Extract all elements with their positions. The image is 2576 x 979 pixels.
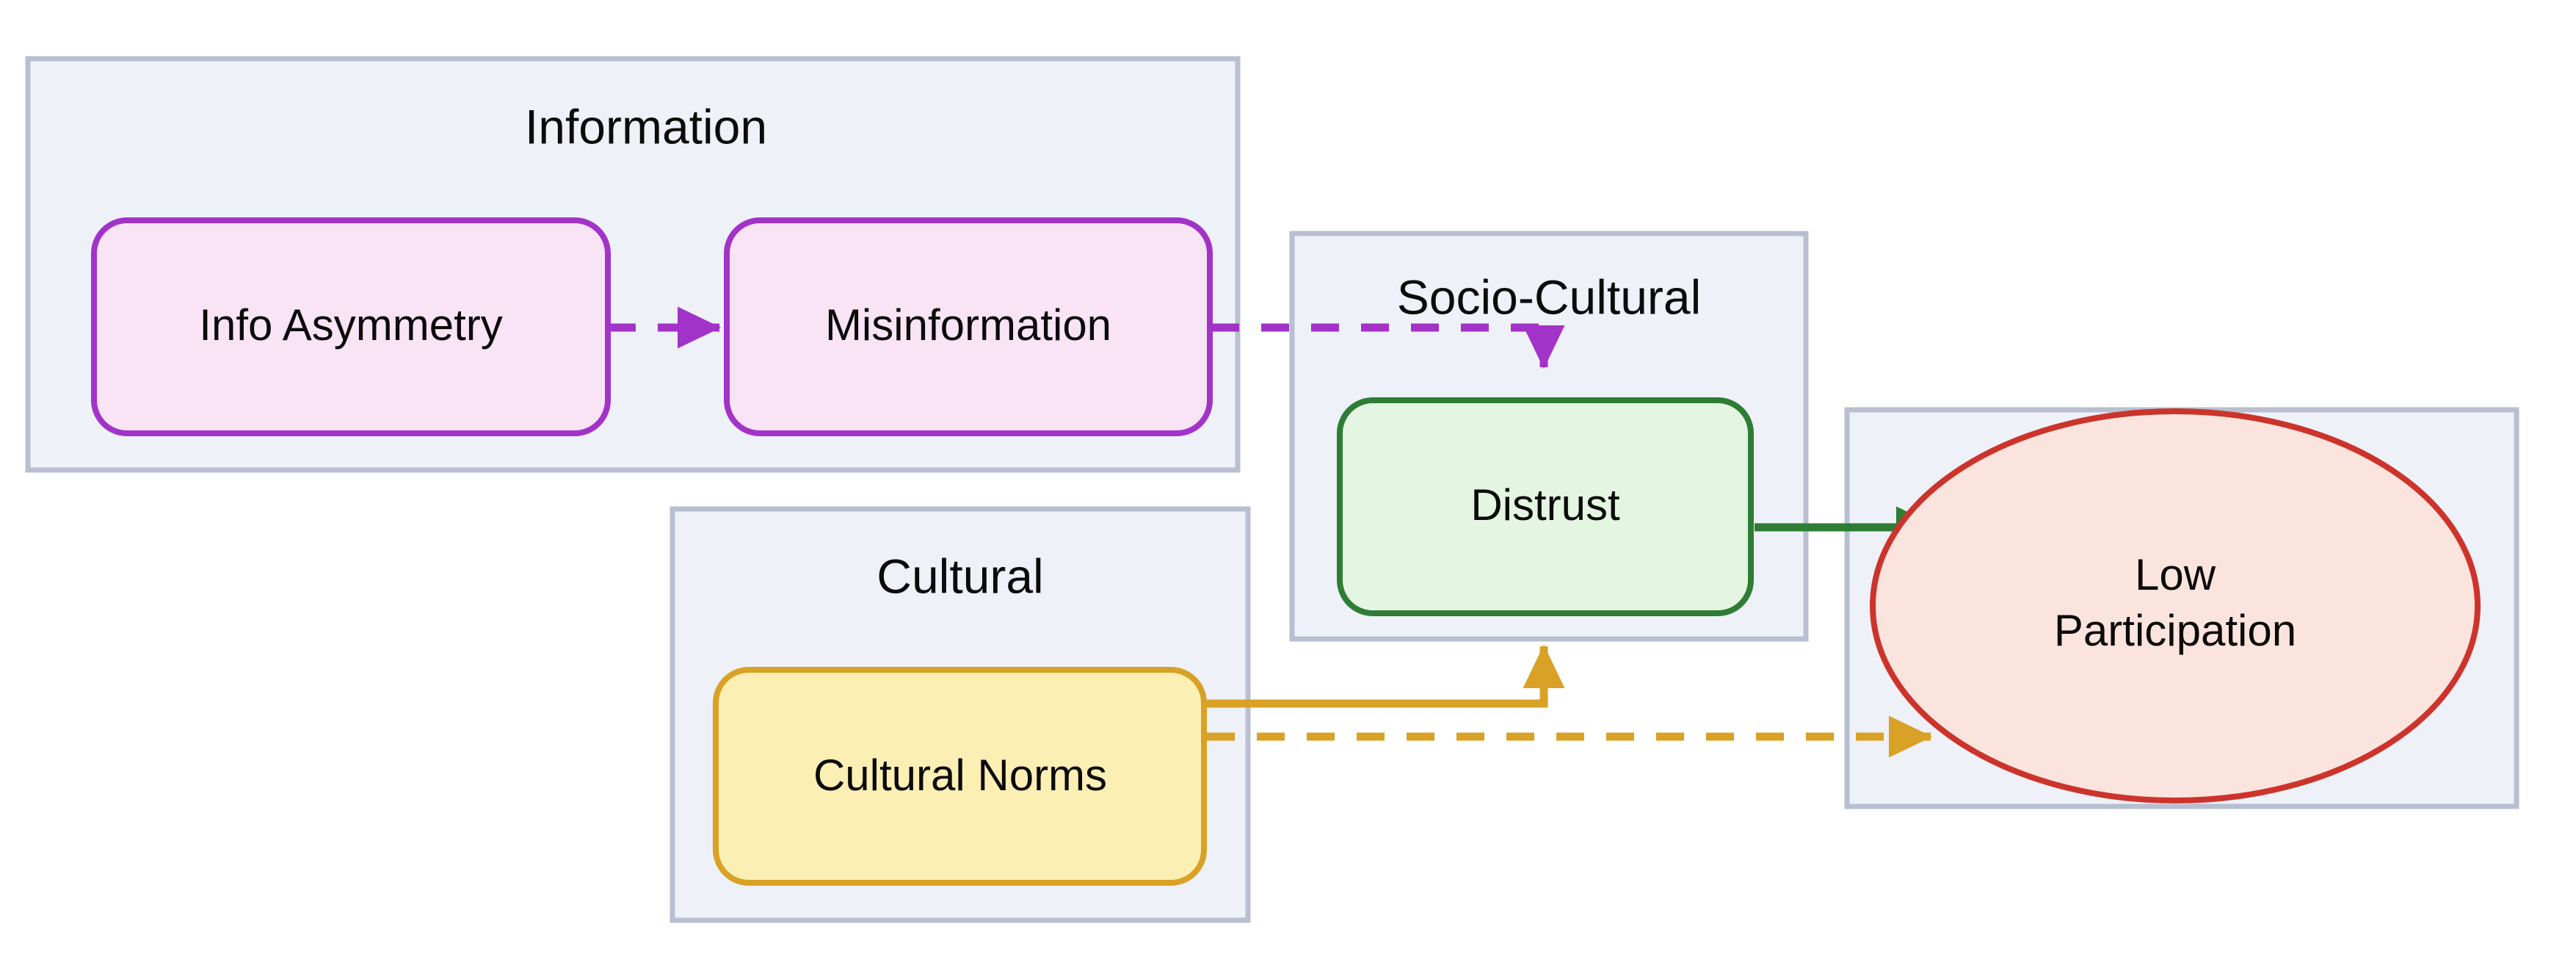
node-misinformation-shape	[724, 217, 1213, 436]
node-cultural-norms-shape	[713, 667, 1207, 886]
node-distrust-label: Distrust	[1470, 480, 1620, 530]
node-info-asymmetry-label: Info Asymmetry	[199, 300, 502, 350]
node-distrust[interactable]: Distrust	[1337, 397, 1754, 616]
edge-cultural-norms-to-distrust[interactable]	[1207, 644, 1565, 708]
cluster-cultural-label: Cultural	[877, 549, 1043, 603]
cluster-information-label: Information	[525, 99, 767, 153]
node-info-asymmetry[interactable]: Info Asymmetry	[91, 217, 611, 436]
node-distrust-shape	[1337, 397, 1754, 616]
node-info-asymmetry-shape	[91, 217, 611, 436]
cluster-socio-cultural-label: Socio-Cultural	[1397, 270, 1702, 324]
node-cultural-norms[interactable]: Cultural Norms	[713, 667, 1207, 886]
edge-misinformation-to-distrust[interactable]	[1211, 323, 1565, 369]
node-cultural-norms-label: Cultural Norms	[813, 751, 1107, 800]
node-misinformation[interactable]: Misinformation	[724, 217, 1213, 436]
node-low-participation-shape	[1870, 408, 2481, 803]
edges-layer	[608, 306, 1940, 758]
node-misinformation-label: Misinformation	[825, 300, 1111, 350]
